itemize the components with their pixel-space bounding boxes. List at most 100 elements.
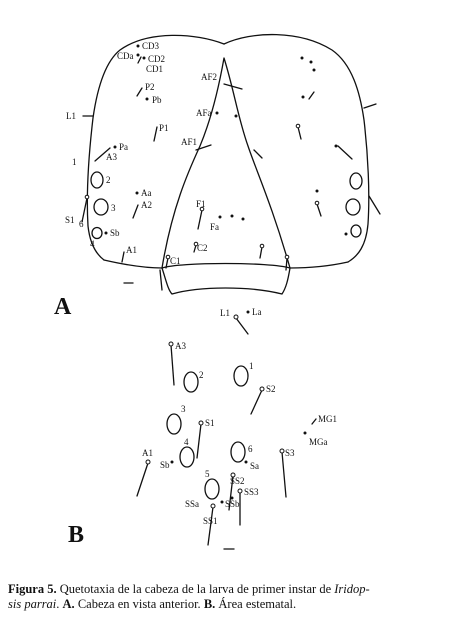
pore-r-pa [334, 144, 338, 148]
label-afa: AFa [196, 108, 212, 118]
label-af2: AF2 [201, 72, 217, 82]
caption-b-label: B. [203, 597, 216, 611]
socket-b-ss2 [230, 472, 236, 478]
stemma-b-6 [230, 441, 246, 463]
pore-r-sb [344, 232, 348, 236]
label-b-ss3: SS3 [244, 487, 259, 497]
pore-r-aa [315, 189, 319, 193]
label-aa: Aa [141, 188, 152, 198]
stemma-a-r3 [350, 224, 362, 238]
pore-r-pb [301, 95, 305, 99]
seta-a3-line [94, 147, 111, 162]
label-b-ssa: SSa [185, 499, 199, 509]
labrum-outline [161, 267, 291, 295]
stemma-a-2 [90, 171, 104, 189]
antenna-stub-right [363, 103, 377, 109]
label-a1: A1 [126, 245, 137, 255]
stemma-b-2 [183, 371, 199, 393]
label-p2: P2 [145, 82, 155, 92]
label-b-a1: A1 [142, 448, 153, 458]
seta-b-a1-line [136, 462, 149, 497]
figure-caption: Figura 5. Quetotaxia de la cabeza de la … [8, 582, 444, 612]
seta-p2-line [136, 87, 143, 97]
label-f1: F1 [196, 199, 206, 209]
clypeus-outline [161, 262, 291, 269]
label-a3: A3 [106, 152, 117, 162]
label-cd2: CD2 [148, 54, 165, 64]
head-left-lobe-outline [86, 34, 225, 261]
seta-af1-line [195, 144, 212, 151]
label-stemma-2: 2 [106, 175, 111, 185]
label-pb: Pb [152, 95, 162, 105]
frons-outline [161, 57, 291, 269]
stemma-a-r2 [345, 198, 361, 216]
label-l1: L1 [66, 111, 76, 121]
panel-label-a: A [54, 294, 72, 320]
socket-b-s2 [259, 386, 265, 392]
pore-r-afa [234, 114, 238, 118]
socket-a-c1 [165, 254, 171, 260]
label-b-ssb: SSb [225, 499, 240, 509]
label-b-s1: S1 [205, 418, 215, 428]
label-b-a3: A3 [175, 341, 186, 351]
caption-genus-2: sis parrai [8, 597, 57, 611]
caption-genus-1: Iridop- [334, 582, 370, 596]
pore-b-mga [303, 431, 307, 435]
pore-b-sa [244, 460, 248, 464]
stemma-a-r1 [349, 172, 363, 190]
pore-b-ssb [230, 496, 234, 500]
label-c2: C2 [197, 243, 208, 253]
label-b-s2: S2 [266, 384, 276, 394]
socket-a-f1 [199, 206, 205, 212]
label-b-stemma-2: 2 [199, 370, 204, 380]
seta-b-mg1-line [311, 418, 317, 425]
seta-r-a2-line [316, 203, 322, 217]
pore-r-cd-2 [309, 60, 313, 64]
pore-b-la [246, 310, 250, 314]
label-b-s3: S3 [285, 448, 295, 458]
seta-r-p2-line [308, 91, 315, 100]
seta-c1b-line [285, 257, 288, 271]
label-cd1: CD1 [146, 64, 163, 74]
label-b-sb: Sb [160, 460, 170, 470]
label-b-ss1: SS1 [203, 516, 218, 526]
socket-b-s1 [198, 420, 204, 426]
caption-a-label: A. [62, 597, 75, 611]
seta-r-p1-line [297, 126, 302, 140]
label-b-stemma-5: 5 [205, 469, 210, 479]
label-b-l1: L1 [220, 308, 230, 318]
label-stemma-1: 1 [72, 157, 77, 167]
label-b-stemma-6: 6 [248, 444, 253, 454]
seta-a2-line [132, 204, 139, 219]
socket-a-r-p1 [295, 123, 301, 129]
seta-c2b-line [259, 246, 263, 259]
seta-b-a3-line [170, 344, 175, 386]
stemma-a-6 [91, 226, 103, 240]
socket-a-r-c2 [259, 243, 265, 249]
caption-text-1: Quetotaxia de la cabeza de la larva de p… [56, 582, 335, 596]
stemma-b-3 [166, 413, 182, 435]
pore-fa-2 [230, 214, 234, 218]
caption-b-text: Área estematal. [215, 597, 297, 611]
stemma-a-3 [93, 198, 109, 216]
label-p1: P1 [159, 123, 169, 133]
label-b-stemma-4: 4 [184, 437, 189, 447]
socket-b-ss1 [210, 503, 216, 509]
pore-b-ssa [220, 500, 224, 504]
pore-aa [135, 191, 139, 195]
socket-b-ss3 [237, 488, 243, 494]
pore-pb [145, 97, 149, 101]
caption-figure-label: Figura 5. [8, 582, 57, 596]
seta-b-l1-line [235, 317, 249, 335]
label-cd3: CD3 [142, 41, 160, 51]
head-bottom-outline [103, 259, 349, 269]
socket-a-r-a2 [314, 200, 320, 206]
seta-f1-line [197, 209, 203, 230]
pore-afa [215, 111, 219, 115]
pore-cda [136, 53, 140, 57]
panel-label-b: B [68, 522, 84, 548]
pore-b-sb [170, 460, 174, 464]
label-b-stemma-3: 3 [181, 404, 186, 414]
head-right-lobe-outline [223, 33, 370, 263]
socket-a-s1 [84, 194, 90, 200]
